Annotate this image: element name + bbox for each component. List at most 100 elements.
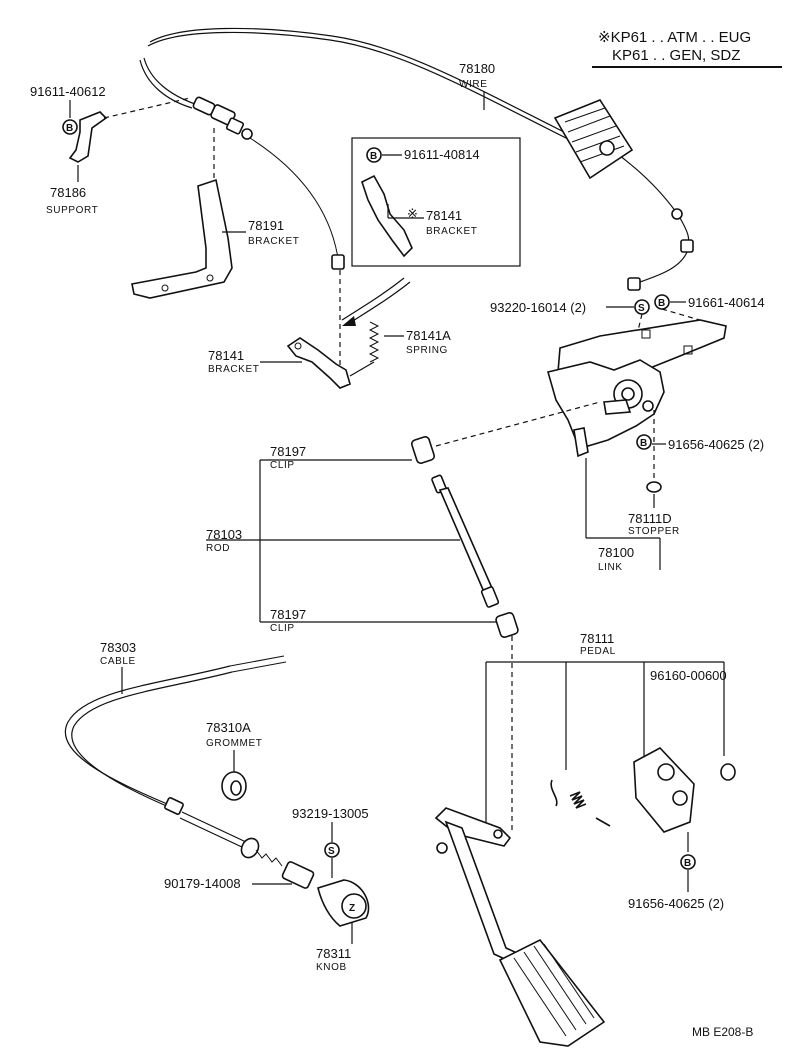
- label-78111: 78111: [580, 631, 614, 646]
- support-part: [68, 111, 108, 163]
- screw-letter-2: S: [328, 846, 335, 857]
- name-bracket-inset: BRACKET: [426, 226, 477, 237]
- grommet-hole: [230, 780, 242, 796]
- header-line-2: KP61 . . GEN, SDZ: [612, 47, 740, 64]
- stop-pad-hole-2: [672, 790, 688, 806]
- name-link: LINK: [598, 562, 623, 573]
- bracket-78191: 78191 BRACKET: [131, 128, 299, 299]
- pedal-arm: [444, 820, 534, 969]
- name-knob: KNOB: [316, 962, 347, 973]
- clip-b-part: [495, 611, 519, 639]
- boot-ribs: [564, 107, 625, 163]
- label-78103: 78103: [206, 527, 242, 542]
- cable-outer-2: [71, 671, 233, 811]
- name-spring: SPRING: [406, 345, 448, 356]
- link-plate-slot-1: [683, 345, 693, 355]
- bolt-letter-2: B: [370, 151, 377, 162]
- inset-frame: [351, 137, 521, 267]
- link-shaft: [603, 399, 632, 415]
- cable-tip: [229, 655, 287, 673]
- header-line-1: ※KP61 . . ATM . . EUG: [598, 29, 751, 46]
- rod-end-bottom: [480, 586, 500, 608]
- label-78141-inset: 78141: [426, 208, 462, 223]
- label-78186: 78186: [50, 185, 86, 200]
- name-wire: WIRE: [459, 79, 488, 90]
- support-78186: 91611-40612 B 78186 SUPPORT: [30, 84, 191, 216]
- bracket-78191-hole-1: [161, 284, 169, 292]
- label-78310A: 78310A: [206, 720, 251, 735]
- inset-arrow-2: [341, 277, 405, 321]
- label-78141A: 78141A: [406, 328, 451, 343]
- label-91611-40612: 91611-40612: [30, 84, 106, 99]
- bolt-letter-1: B: [66, 123, 73, 134]
- bracket-78141-hole: [294, 342, 302, 350]
- screw-symbol-2: [324, 842, 340, 858]
- label-91656-a: 91656-40625 (2): [668, 437, 764, 452]
- link-plate-slot-2: [641, 329, 651, 339]
- cable-sleeve: [164, 797, 184, 815]
- bolt-letter-3: B: [658, 298, 665, 309]
- pedal-pad-ribs: [513, 943, 595, 1037]
- label-78303: 78303: [100, 640, 136, 655]
- stop-pad-hole-1: [657, 763, 675, 781]
- link-dash-clip: [435, 401, 601, 447]
- name-clip-a: CLIP: [270, 460, 295, 471]
- wire-right-end: [627, 277, 641, 291]
- cable-nut: [240, 837, 260, 859]
- spring-coil: [368, 321, 380, 363]
- label-90179: 90179-14008: [164, 876, 241, 891]
- pedal-stop-pad: [633, 747, 695, 833]
- name-pedal: PEDAL: [580, 646, 616, 657]
- link-nut: [642, 400, 654, 412]
- knob-letter: Z: [349, 903, 355, 914]
- label-78311: 78311: [316, 946, 351, 961]
- cable-group: 78303 CABLE Z 78311 KNOB 78310A GROMMET …: [64, 640, 370, 973]
- wire-right-fitting: [680, 239, 694, 253]
- label-91656-b: 91656-40625 (2): [628, 896, 724, 911]
- wire-boot-cover: [553, 99, 634, 180]
- label-78180: 78180: [459, 61, 495, 76]
- bolt-symbol-5: [680, 854, 696, 870]
- bracket-78141-group: 78141A SPRING 78141 BRACKET: [208, 270, 451, 389]
- support-dash: [103, 97, 191, 119]
- link-assembly: 93220-16014 (2) S B 91661-40614 B 91656-…: [435, 294, 765, 573]
- bracket-78141-part: [286, 337, 351, 389]
- footer-code: MB E208-B: [692, 1025, 753, 1039]
- wire-fitting-3: [225, 117, 245, 135]
- bolt-letter-5: B: [684, 858, 691, 869]
- name-rod: ROD: [206, 543, 230, 554]
- cable-body: [179, 811, 247, 849]
- clip-a-part: [410, 436, 436, 464]
- wire-end-left: [143, 57, 196, 105]
- label-93219: 93219-13005: [292, 806, 369, 821]
- stopper-part: [646, 481, 662, 493]
- name-bracket-78191: BRACKET: [248, 236, 299, 247]
- wire-end-left-2: [139, 59, 193, 109]
- label-91661: 91661-40614: [688, 295, 765, 310]
- pedal-group: 78111 PEDAL 96160-00600 B 91656-40625 (2…: [434, 631, 736, 1047]
- wire-fitting-nut: [241, 128, 253, 140]
- cable-thread: [255, 849, 283, 867]
- wire-right-run: [611, 149, 677, 213]
- bolt-letter-4: B: [640, 438, 647, 449]
- label-78111D: 78111D: [628, 511, 672, 526]
- label-78141: 78141: [208, 348, 244, 363]
- wire-assembly: [139, 27, 694, 291]
- name-cable: CABLE: [100, 656, 136, 667]
- bracket-78191-hole-2: [206, 274, 214, 282]
- bolt-symbol-4: [636, 434, 652, 450]
- boot-body: [553, 99, 634, 180]
- cable-outer: [64, 665, 231, 807]
- bolt-symbol-1: [62, 119, 78, 135]
- bolt-symbol-2: [366, 147, 382, 163]
- wire-end-clip: [331, 254, 345, 270]
- label-96160: 96160-00600: [650, 668, 727, 683]
- label-93220: 93220-16014 (2): [490, 300, 586, 315]
- boot-hole: [599, 140, 615, 156]
- label-78191: 78191: [248, 218, 284, 233]
- inset-arrow: [347, 281, 411, 325]
- pedal-pivot: [436, 842, 448, 854]
- pedal-pad: [498, 938, 606, 1047]
- screw-letter-1: S: [638, 303, 645, 314]
